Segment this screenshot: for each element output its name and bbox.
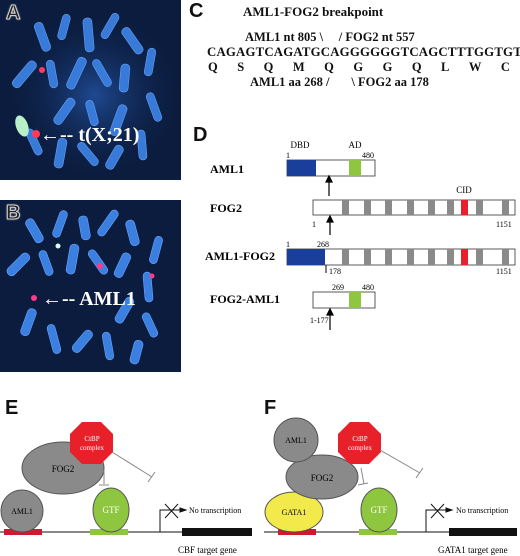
svg-text:complex: complex xyxy=(80,444,105,452)
dbd-domain xyxy=(287,160,316,176)
arrow-left-icon: ←-- xyxy=(42,288,76,310)
target-gene-bar xyxy=(449,528,517,536)
fog2-oval xyxy=(285,454,359,500)
cid-label: CID xyxy=(456,185,472,195)
svg-text:GATA1: GATA1 xyxy=(282,508,307,517)
fog2-row-label: FOG2 xyxy=(210,201,242,215)
fog2aml1-row-label: FOG2-AML1 xyxy=(210,292,280,306)
ctbp-complex xyxy=(70,422,113,464)
micrograph-a: A ←-- t(X;21) xyxy=(0,0,181,180)
breakpoint-arrow-icon xyxy=(325,174,333,196)
aml1-probe-label: ←-- AML1 xyxy=(42,288,136,310)
svg-text:GTF: GTF xyxy=(370,505,387,515)
svg-text:AML1: AML1 xyxy=(285,436,307,445)
svg-text:FOG2: FOG2 xyxy=(311,473,334,483)
panel-e-letter: E xyxy=(5,397,19,419)
svg-text:FOG2: FOG2 xyxy=(52,464,75,474)
aml1-row-label: AML1 xyxy=(210,162,244,176)
amino-acid-position-line: AML1 aa 268 / \ FOG2 aa 178 xyxy=(250,75,429,89)
fog2-start: 1 xyxy=(312,220,316,229)
nucleotide-line: AML1 nt 805 \ / FOG2 nt 557 xyxy=(245,30,415,44)
panel-d-letter: D xyxy=(193,124,208,146)
transcription-start-icon xyxy=(159,503,188,532)
translocation-label: ←-- t(X;21) xyxy=(40,124,140,146)
zinc-finger-domains xyxy=(342,249,509,265)
panel-b-letter: B xyxy=(5,202,21,225)
ctbp-complex xyxy=(338,422,381,464)
aml1fog2-end: 1151 xyxy=(496,267,512,276)
amino-acid-row: Q S Q M Q G G Q L W C xyxy=(208,60,510,75)
amino-acid: Q xyxy=(208,60,218,74)
svg-text:CtBP: CtBP xyxy=(352,435,367,443)
inhibition-arrow-icon xyxy=(99,451,156,486)
cid-domain xyxy=(461,200,468,215)
panel-a-letter: A xyxy=(5,2,21,25)
metaphase-chromosomes-a xyxy=(0,0,181,180)
transcription-start-icon xyxy=(425,503,454,532)
amino-acid: C xyxy=(500,60,510,74)
aml1fog2-row-label: AML1-FOG2 xyxy=(205,249,275,263)
breakpoint-title: AML1-FOG2 breakpoint xyxy=(243,4,384,19)
svg-text:AML1: AML1 xyxy=(11,507,33,516)
arrow-left-icon: ←-- xyxy=(40,124,74,146)
amino-acid: G xyxy=(382,60,393,74)
aml1fog2-bp: 268 xyxy=(317,240,329,249)
breakpoint-arrow-icon xyxy=(326,307,334,330)
dna-sequence: CAGAGTCAGATGCAGGGGGGTCAGCTTTGGTGT xyxy=(207,45,520,59)
gata1-oval xyxy=(264,491,324,533)
no-transcription-label: No transcription xyxy=(189,506,241,515)
cbf-gene-label: CBF target gene xyxy=(178,545,237,555)
gata1-repression-model: No transcription GTF GATA1 FOG2 AML1 CtB… xyxy=(264,417,517,555)
amino-acid: Q xyxy=(324,60,334,74)
amino-acid: W xyxy=(468,60,482,74)
cid-domain xyxy=(461,249,468,265)
zinc-finger-domains xyxy=(342,200,509,215)
cbf-repression-model: No transcription GTF FOG2 AML1 CtBP comp… xyxy=(0,422,252,555)
aml1-start: 1 xyxy=(286,151,290,160)
ad-domain xyxy=(349,292,361,308)
amino-acid: G xyxy=(353,60,364,74)
amino-acid: S xyxy=(237,60,245,74)
fog2aml1-start: 269 xyxy=(332,283,344,292)
amino-acid: Q xyxy=(411,60,422,74)
gata1-gene-label: GATA1 target gene xyxy=(438,545,508,555)
amino-acid: Q xyxy=(263,60,274,74)
panel-c-letter: C xyxy=(189,0,204,22)
fog2-end: 1151 xyxy=(496,220,512,229)
fog2aml1-protein-bar xyxy=(312,291,376,309)
aml1fog2-bp2: 178 xyxy=(329,267,341,276)
fog2aml1-end: 480 xyxy=(362,283,374,292)
aml1-oval xyxy=(0,489,44,533)
aml1-oval xyxy=(273,417,319,463)
gtf-factor xyxy=(360,487,398,533)
inhibition-arrow-icon xyxy=(357,449,424,486)
aml1-protein-bar xyxy=(286,159,376,177)
dbd-domain xyxy=(287,249,325,265)
gtf-factor xyxy=(92,487,130,533)
no-transcription-label: No transcription xyxy=(456,506,508,515)
aml1fog2-start: 1 xyxy=(286,240,290,249)
svg-text:complex: complex xyxy=(348,444,373,452)
target-gene-bar xyxy=(182,528,252,536)
protein-domain-diagram: DBD AD AML1 1 480 CID FOG2 1 1151 AML1-F… xyxy=(205,140,516,330)
svg-text:GTF: GTF xyxy=(102,505,119,515)
breakpoint-arrow-icon xyxy=(326,214,334,235)
ad-label: AD xyxy=(349,140,362,150)
aml1-end: 480 xyxy=(362,151,374,160)
svg-text:CtBP: CtBP xyxy=(84,435,99,443)
panel-f-letter: F xyxy=(264,397,277,419)
metaphase-chromosomes-b xyxy=(0,200,181,372)
micrograph-b: B ←-- AML1 xyxy=(0,200,181,372)
amino-acid: L xyxy=(441,60,450,74)
amino-acid: M xyxy=(292,60,305,74)
fog2aml1-bp: 1-177 xyxy=(310,316,329,325)
fog2-protein-bar xyxy=(312,199,516,216)
aml1fog2-protein-bar xyxy=(286,248,516,266)
dbd-label: DBD xyxy=(290,140,310,150)
ad-domain xyxy=(349,160,361,176)
